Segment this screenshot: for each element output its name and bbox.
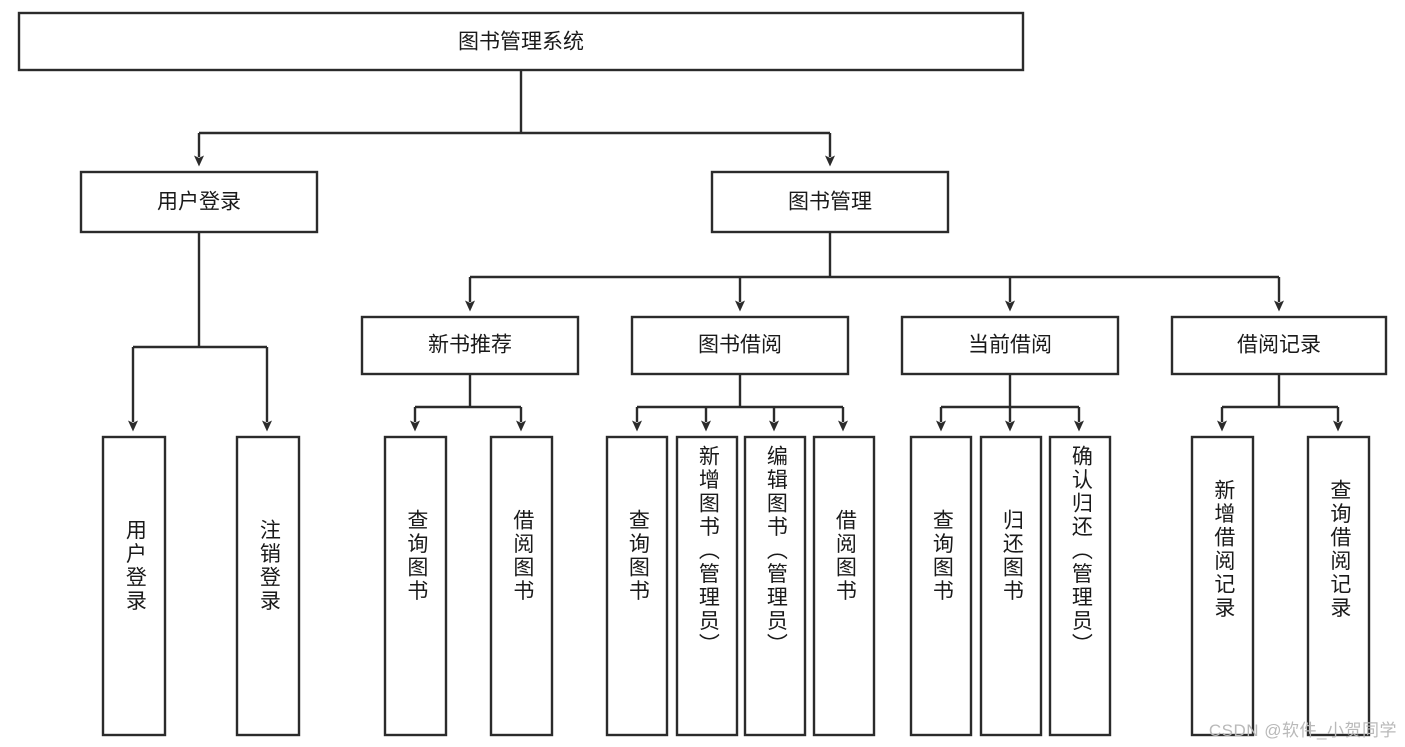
leaf-box-current-borrow-0[interactable] [909, 435, 973, 737]
leaf-box-book-borrow-3[interactable] [812, 435, 876, 737]
connectors-layer [128, 70, 1343, 432]
node-book-manage[interactable]: 图书管理 [710, 170, 950, 234]
leaf-boxes-layer [101, 435, 1371, 737]
node-book-borrow[interactable]: 图书借阅 [630, 315, 850, 376]
node-borrow-record[interactable]: 借阅记录 [1170, 315, 1388, 376]
leaf-box-book-borrow-2[interactable] [743, 435, 807, 737]
leaf-box-new-book-1[interactable] [489, 435, 554, 737]
node-root-label: 图书管理系统 [458, 31, 584, 54]
node-book-borrow-label: 图书借阅 [698, 334, 782, 357]
leaf-box-book-borrow-1[interactable] [675, 435, 739, 737]
node-user-login[interactable]: 用户登录 [79, 170, 319, 234]
leaf-box-book-borrow-0[interactable] [605, 435, 669, 737]
leaf-box-user-login-1[interactable] [235, 435, 301, 737]
node-root[interactable]: 图书管理系统 [17, 11, 1025, 72]
csdn-watermark: CSDN @软件_小贺同学 [1208, 721, 1397, 740]
leaf-box-current-borrow-2[interactable] [1048, 435, 1112, 737]
leaf-box-borrow-record-0[interactable] [1190, 435, 1255, 737]
leaf-box-new-book-0[interactable] [383, 435, 448, 737]
node-user-login-label: 用户登录 [157, 191, 241, 214]
leaf-box-borrow-record-1[interactable] [1306, 435, 1371, 737]
node-book-manage-label: 图书管理 [788, 191, 872, 214]
node-borrow-record-label: 借阅记录 [1237, 334, 1321, 357]
node-current-borrow-label: 当前借阅 [968, 334, 1052, 357]
leaf-box-user-login-0[interactable] [101, 435, 167, 737]
node-new-book-recommend[interactable]: 新书推荐 [360, 315, 580, 376]
node-new-book-recommend-label: 新书推荐 [428, 334, 512, 357]
node-current-borrow[interactable]: 当前借阅 [900, 315, 1120, 376]
leaf-box-current-borrow-1[interactable] [979, 435, 1043, 737]
